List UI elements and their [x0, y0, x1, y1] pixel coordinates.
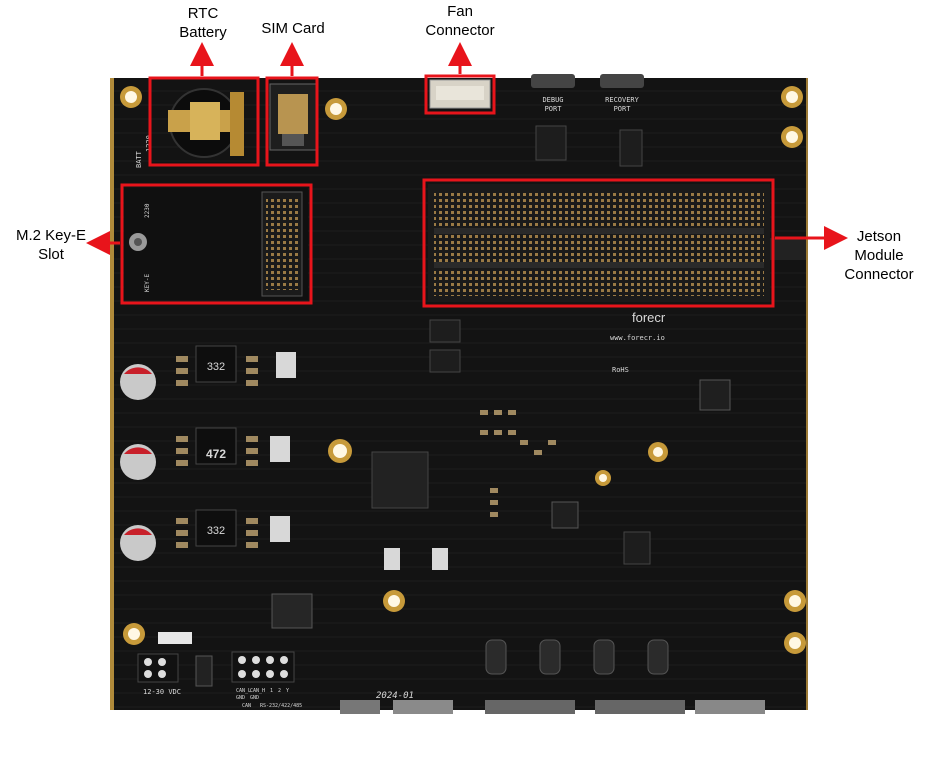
bus-label-serial: RS-232/422/485	[260, 703, 302, 709]
date-code-label: 2024-01	[376, 691, 414, 701]
rtc-battery-label-line-1: RTC	[187, 5, 219, 22]
debug-port-connector	[531, 74, 575, 88]
rtc-battery-highlight	[148, 76, 260, 167]
m2-slot-label-line-1: M.2 Key-E	[15, 227, 87, 244]
m2-slot-area	[124, 188, 308, 300]
rohs-silkscreen: RoHS	[612, 366, 629, 374]
bottom-connector-4	[595, 700, 685, 714]
fan-connector-part	[429, 79, 491, 109]
m2-size-label: 2230	[144, 203, 151, 218]
inductor-label-1: 332	[207, 361, 225, 373]
can-sub-2: GND	[250, 695, 259, 701]
jetson-connector-part	[428, 184, 770, 302]
inductor-label-2: 472	[206, 447, 226, 461]
electrolytic-capacitors	[120, 364, 156, 561]
fan-connector-label: Fan Connector	[415, 2, 505, 40]
m2-slot-label: M.2 Key-E Slot	[6, 226, 96, 264]
url-silkscreen: www.forecr.io	[610, 334, 665, 342]
sim-card-label-line: SIM Card	[261, 20, 325, 37]
power-inductors	[195, 345, 237, 547]
recovery-port-connector	[600, 74, 644, 88]
integrated-circuits	[270, 125, 731, 629]
connector-side-chip	[770, 238, 806, 260]
fan-connector-highlight	[424, 74, 496, 115]
can-label-4: 2	[278, 688, 281, 694]
board-edge-gold	[110, 78, 116, 710]
bottom-connector-1	[340, 700, 380, 714]
pcb-board	[114, 78, 806, 710]
smd-components	[176, 356, 556, 548]
recovery-port-label-1: RECOVERY	[605, 96, 640, 104]
sim-card-label: SIM Card	[250, 19, 336, 38]
can-sub-1: GND	[236, 695, 245, 701]
jetson-connector-highlight	[422, 178, 775, 308]
jetson-connector-label-line-2: Module	[854, 247, 904, 264]
m2-slot-highlight	[120, 183, 313, 305]
sim-card-slot	[269, 83, 317, 151]
battery-label: BATT	[135, 150, 143, 168]
can-label-1: CAN_L	[236, 688, 251, 694]
recovery-port-label-2: PORT	[614, 105, 632, 113]
bottom-connector-5	[695, 700, 765, 714]
jetson-connector-label-line-3: Connector	[844, 266, 914, 283]
bus-label-can: CAN	[242, 703, 251, 709]
sim-card-highlight	[265, 76, 319, 167]
can-label-5: Y	[286, 688, 289, 694]
inductor-label-3: 332	[207, 525, 225, 537]
debug-port-label-2: PORT	[545, 105, 563, 113]
can-label-2: CAN_H	[250, 688, 265, 694]
highlight-boxes	[120, 74, 775, 308]
fan-connector-label-line-2: Connector	[425, 22, 495, 39]
power-input-label: 12-30 VDC	[143, 688, 181, 696]
rtc-battery-holder	[168, 88, 244, 158]
brand-silkscreen: forecr	[632, 310, 666, 325]
m2-slot-label-line-2: Slot	[38, 246, 64, 263]
jetson-connector-label-line-1: Jetson	[856, 228, 902, 245]
rtc-battery-label-line-2: Battery	[179, 24, 227, 41]
jetson-connector-label: Jetson Module Connector	[836, 227, 922, 284]
bottom-connector-3	[485, 700, 575, 714]
ethernet-jacks	[485, 639, 669, 675]
rtc-battery-label: RTC Battery	[168, 4, 238, 42]
callout-arrows	[86, 42, 848, 255]
bottom-connector-2	[393, 700, 453, 714]
terminal-blocks	[137, 632, 295, 687]
debug-port-label-1: DEBUG	[542, 96, 563, 104]
can-label-3: 1	[270, 688, 273, 694]
fan-connector-label-line-1: Fan	[447, 3, 473, 20]
m2-key-label: KEY-E	[144, 274, 151, 292]
